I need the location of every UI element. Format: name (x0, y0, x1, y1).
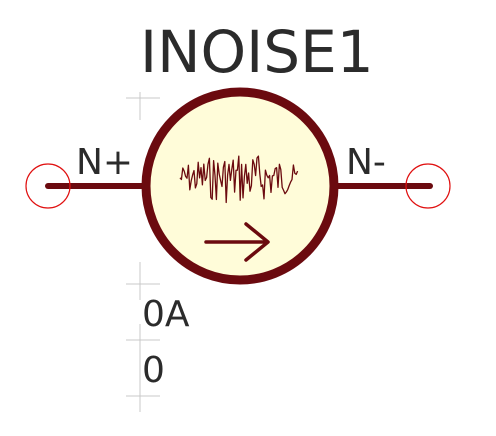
pin-label-positive: N+ (76, 142, 133, 183)
anchor-crosses (126, 92, 160, 412)
param-label: 0 (142, 350, 165, 391)
pin-label-negative: N- (346, 142, 386, 183)
pin-connector-left[interactable] (25, 163, 71, 209)
noise-waveform-icon (179, 155, 299, 204)
value-label: 0A (142, 294, 190, 335)
arrow-right-icon (204, 222, 270, 262)
reference-label: INOISE1 (140, 18, 374, 86)
pin-connector-right[interactable] (405, 163, 451, 209)
